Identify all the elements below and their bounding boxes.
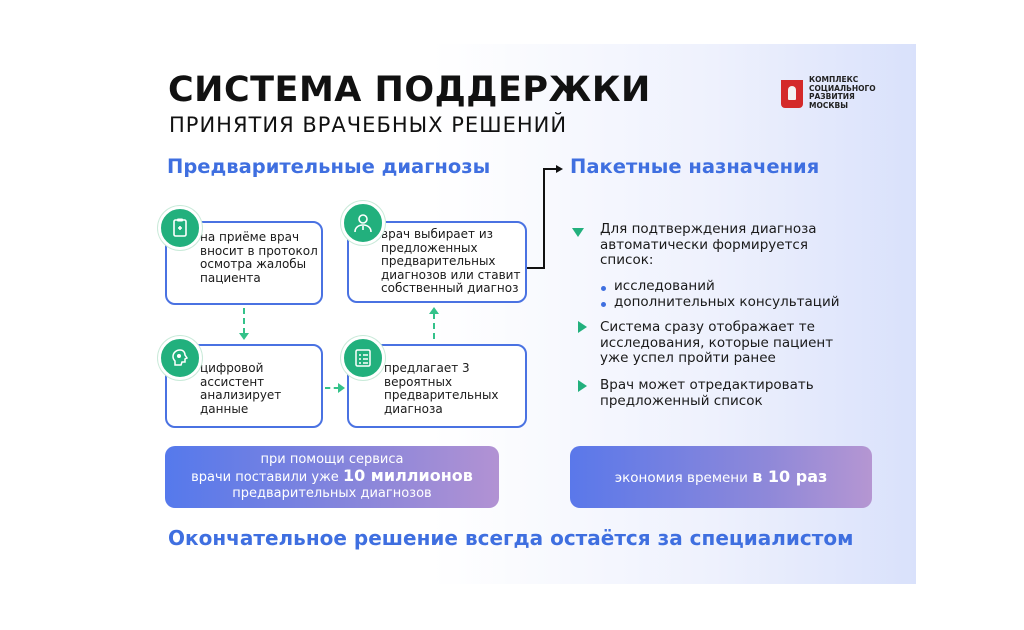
- left-section-heading: Предварительные диагнозы: [167, 155, 491, 178]
- right-section-heading: Пакетные назначения: [570, 155, 820, 178]
- checklist-icon: [341, 336, 385, 380]
- banner-line: предварительных диагнозов: [232, 486, 432, 501]
- logo-text: КОМПЛЕКС СОЦИАЛЬНОГО РАЗВИТИЯ МОСКВЫ: [809, 75, 889, 110]
- dot-icon: [601, 286, 606, 291]
- connector-line: [527, 267, 544, 269]
- bullet-previous-research: Система сразу отображает те исследования…: [600, 319, 834, 366]
- sub-item-research: исследований: [614, 278, 715, 294]
- banner-line: при помощи сервиса: [260, 452, 404, 467]
- logo-line: МОСКВЫ: [809, 100, 848, 110]
- banner-line: врачи поставили уже 10 миллионов: [165, 467, 499, 486]
- flow-arrow-right: [325, 387, 339, 389]
- bullet-auto-list: Для подтверждения диагноза автоматически…: [600, 221, 817, 268]
- moscow-social-complex-logo: КОМПЛЕКС СОЦИАЛЬНОГО РАЗВИТИЯ МОСКВЫ: [781, 75, 881, 116]
- sub-item-consultations: дополнительных консультаций: [614, 294, 840, 310]
- connector-line: [543, 168, 545, 269]
- triangle-down-icon: [572, 228, 584, 237]
- step-box-suggestions: [347, 344, 527, 428]
- page-subtitle: ПРИНЯТИЯ ВРАЧЕБНЫХ РЕШЕНИЙ: [169, 113, 568, 137]
- brain-icon: [158, 336, 202, 380]
- banner-prefix: врачи поставили уже: [191, 470, 343, 485]
- arrow-right-icon: [338, 383, 345, 393]
- clipboard-icon: [158, 206, 202, 250]
- connector-arrow-icon: [556, 165, 563, 173]
- flow-arrow-down: [243, 308, 245, 334]
- triangle-right-icon: [578, 321, 587, 333]
- footer-statement: Окончательное решение всегда остаётся за…: [168, 526, 854, 550]
- arrow-up-icon: [429, 307, 439, 314]
- flow-arrow-up: [433, 313, 435, 339]
- bullet-edit-list: Врач может отредактировать предложенный …: [600, 377, 814, 409]
- arrow-down-icon: [239, 333, 249, 340]
- step-text-suggestions: предлагает 3 вероятных предварительных д…: [384, 361, 499, 416]
- doctor-icon: [341, 201, 385, 245]
- logo-line: КОМПЛЕКС: [809, 75, 859, 84]
- step-text-assistant: цифровой ассистент анализирует данные: [200, 361, 282, 416]
- savings-banner: экономия времени в 10 раз: [570, 446, 872, 508]
- banner-highlight: 10 миллионов: [342, 466, 473, 485]
- page-title: СИСТЕМА ПОДДЕРЖКИ: [168, 70, 651, 110]
- connector-line: [543, 168, 557, 170]
- stats-banner: при помощи сервиса врачи поставили уже 1…: [165, 446, 499, 508]
- moscow-crest-icon: [781, 80, 803, 108]
- banner-highlight: в 10 раз: [752, 467, 828, 486]
- banner-line: экономия времени в 10 раз: [570, 446, 872, 509]
- step-text-doctor-choice: врач выбирает из предложенных предварите…: [381, 227, 521, 295]
- step-text-complaints: на приёме врач вносит в протокол осмотра…: [200, 230, 318, 285]
- banner-prefix: экономия времени: [614, 470, 753, 486]
- logo-line: СОЦИАЛЬНОГО: [809, 83, 876, 93]
- dot-icon: [601, 302, 606, 307]
- logo-line: РАЗВИТИЯ: [809, 92, 855, 102]
- triangle-right-icon: [578, 380, 587, 392]
